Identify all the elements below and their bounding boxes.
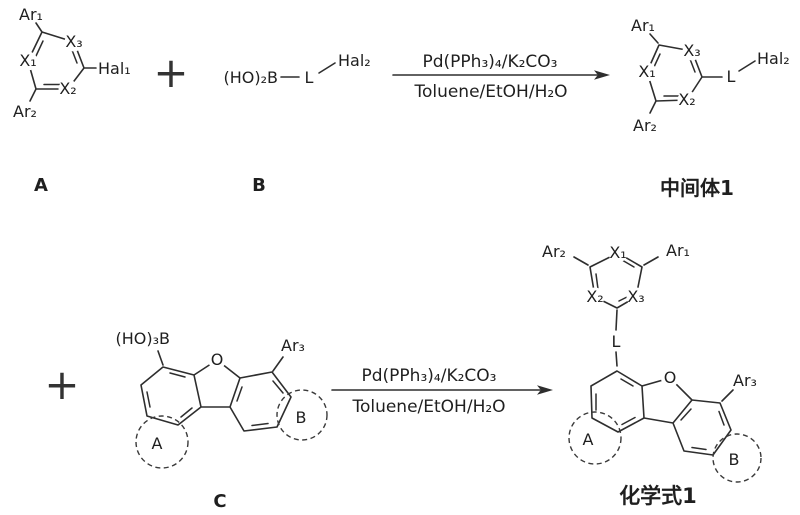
atom-label-x1: X₁ xyxy=(638,62,655,81)
substitution-circle-b xyxy=(276,389,328,441)
atom-label-oxygen: O xyxy=(664,368,677,387)
ring-position-a: A xyxy=(152,434,163,453)
substituent-ar1: Ar₁ xyxy=(631,16,655,35)
ring-position-a: A xyxy=(583,430,594,449)
atom-label-x3: X₃ xyxy=(65,32,82,51)
ring-position-b: B xyxy=(296,408,307,427)
substituent-ar3: Ar₃ xyxy=(733,371,757,390)
substitution-circle-b xyxy=(712,433,762,483)
atom-label-x3: X₃ xyxy=(627,287,644,306)
compound-label-intermediate1: 中间体1 xyxy=(660,176,734,200)
oxygen-mask xyxy=(661,369,679,387)
reactant-c: O (HO)₃B Ar₃ A B C xyxy=(116,329,328,512)
atom-label-x1: X₁ xyxy=(609,243,626,262)
reactant-b: (HO)₂B L Hal₂ B xyxy=(224,51,371,196)
compound-label-b: B xyxy=(252,175,266,196)
substituent-ar3: Ar₃ xyxy=(281,336,305,355)
linker-label: L xyxy=(612,332,621,351)
atom-label-x3: X₃ xyxy=(683,41,700,60)
substituent-ar2: Ar₂ xyxy=(542,242,566,261)
substituent-ar1: Ar₁ xyxy=(19,5,43,24)
compound-label-c: C xyxy=(213,491,226,512)
boronic-group: (HO)₃B xyxy=(116,329,171,348)
bonds xyxy=(140,350,292,432)
substitution-circle-a xyxy=(568,411,622,465)
substituent-ar1: Ar₁ xyxy=(666,241,690,260)
atom-label-masks xyxy=(637,41,702,110)
linker-label: L xyxy=(305,68,314,87)
atom-label-masks xyxy=(585,243,646,307)
conditions-catalyst: Pd(PPh₃)₄/K₂CO₃ xyxy=(362,366,497,386)
double-bonds-dibenzofuran xyxy=(595,378,725,451)
substituent-hal2: Hal₂ xyxy=(757,49,790,68)
oxygen-mask xyxy=(208,351,226,369)
reaction-arrow-1: Pd(PPh₃)₄/K₂CO₃ Toluene/EtOH/H₂O xyxy=(392,52,610,102)
atom-label-x2: X₂ xyxy=(678,90,695,109)
conditions-catalyst: Pd(PPh₃)₄/K₂CO₃ xyxy=(423,52,558,72)
substituent-ar2: Ar₂ xyxy=(633,116,657,135)
ring-position-b: B xyxy=(729,450,740,469)
substituent-hal1: Hal₁ xyxy=(98,59,131,78)
bonds-top-ring xyxy=(573,252,659,367)
substituent-ar2: Ar₂ xyxy=(13,102,37,121)
double-bonds xyxy=(653,53,696,97)
bonds xyxy=(646,33,756,114)
atom-label-x2: X₂ xyxy=(586,287,603,306)
reaction-arrow-2: Pd(PPh₃)₄/K₂CO₃ Toluene/EtOH/H₂O xyxy=(331,366,553,417)
substituent-hal2: Hal₂ xyxy=(338,51,371,70)
compound-label-formula1: 化学式1 xyxy=(619,484,697,508)
plus-sign-1: + xyxy=(153,48,188,97)
atom-label-masks xyxy=(18,32,84,99)
reactant-a: Ar₁ Ar₂ Hal₁ X₃ X₂ X₁ A xyxy=(13,5,131,196)
arrow-head-icon xyxy=(537,385,553,395)
compound-label-a: A xyxy=(34,175,48,196)
conditions-solvent: Toluene/EtOH/H₂O xyxy=(351,397,505,417)
bonds-dibenzofuran xyxy=(590,370,734,456)
arrow-head-icon xyxy=(594,70,610,80)
atom-label-x2: X₂ xyxy=(59,79,76,98)
double-bonds xyxy=(35,40,78,86)
linker-label: L xyxy=(727,67,736,86)
double-bonds xyxy=(146,372,284,427)
product-formula-1: X₁ X₃ X₂ Ar₂ Ar₁ L O Ar₃ A B 化学式1 xyxy=(542,241,762,508)
bonds xyxy=(280,62,336,78)
atom-label-oxygen: O xyxy=(211,350,224,369)
plus-sign-2: + xyxy=(44,360,79,409)
atom-label-x1: X₁ xyxy=(19,51,36,70)
substitution-circle-a xyxy=(135,415,189,469)
product-intermediate-1: Ar₁ Ar₂ X₃ X₂ X₁ L Hal₂ 中间体1 xyxy=(631,16,790,200)
boronic-group: (HO)₂B xyxy=(224,68,279,87)
conditions-solvent: Toluene/EtOH/H₂O xyxy=(413,82,567,102)
